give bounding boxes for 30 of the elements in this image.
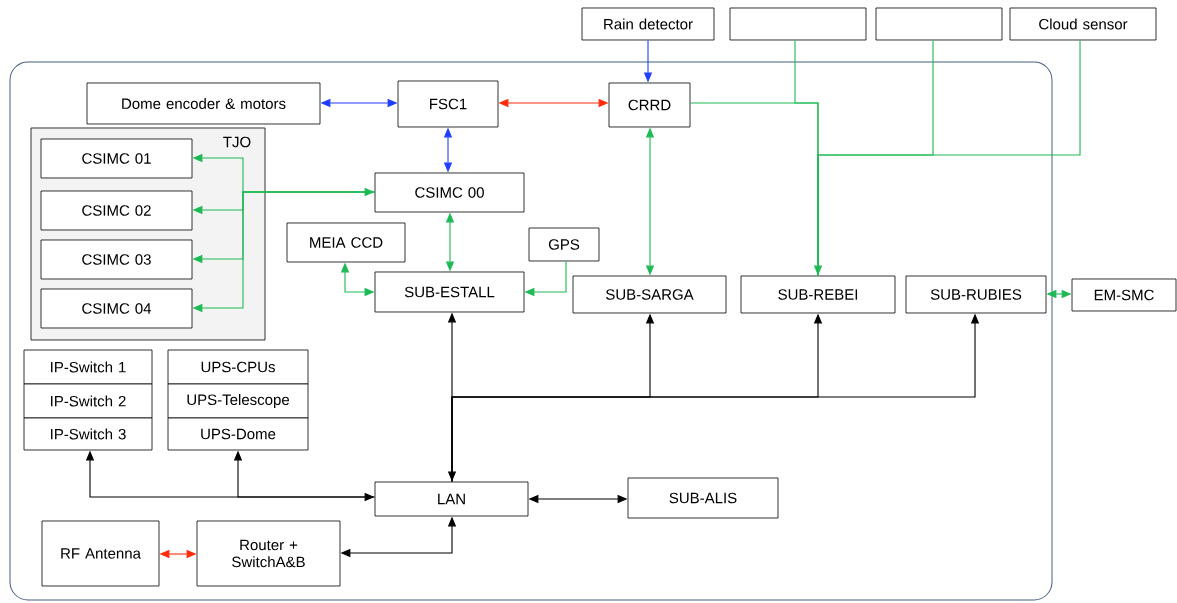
device-box: FSC1 — [397, 80, 499, 128]
device-box: CSIMC 04 — [40, 288, 193, 329]
device-box: Router + SwitchA&B — [196, 520, 341, 587]
device-box: UPS-Telescope — [167, 383, 309, 419]
device-box: Cloud sensor — [1009, 7, 1157, 41]
device-box: CSIMC 01 — [40, 138, 193, 179]
connector — [817, 39, 1081, 277]
device-box: UPS-Dome — [167, 417, 309, 451]
device-box: CSIMC 02 — [40, 190, 193, 231]
device-box: IP-Switch 1 — [23, 349, 153, 385]
device-box — [729, 7, 867, 41]
device-box: UPS-CPUs — [167, 349, 309, 385]
device-box: Rain detector — [581, 7, 715, 41]
device-box: SUB-REBEI — [740, 275, 896, 314]
device-box: RF Antenna — [41, 520, 160, 587]
device-box: MEIA CCD — [286, 222, 406, 263]
device-box: Dome encoder & motors — [86, 82, 321, 125]
device-box — [875, 7, 1003, 41]
device-box: SUB-ESTALL — [374, 271, 525, 313]
device-box: SUB-ALIS — [627, 477, 779, 519]
device-box: LAN — [374, 481, 529, 517]
device-box: SUB-RUBIES — [905, 275, 1047, 314]
device-box: IP-Switch 3 — [23, 417, 153, 451]
device-box: SUB-SARGA — [572, 275, 727, 314]
device-box: CSIMC 00 — [374, 172, 525, 213]
device-box: CRRD — [608, 82, 691, 128]
device-box: IP-Switch 2 — [23, 383, 153, 419]
device-box: EM-SMC — [1071, 278, 1177, 312]
device-box: GPS — [528, 227, 600, 262]
device-box: CSIMC 03 — [40, 239, 193, 280]
